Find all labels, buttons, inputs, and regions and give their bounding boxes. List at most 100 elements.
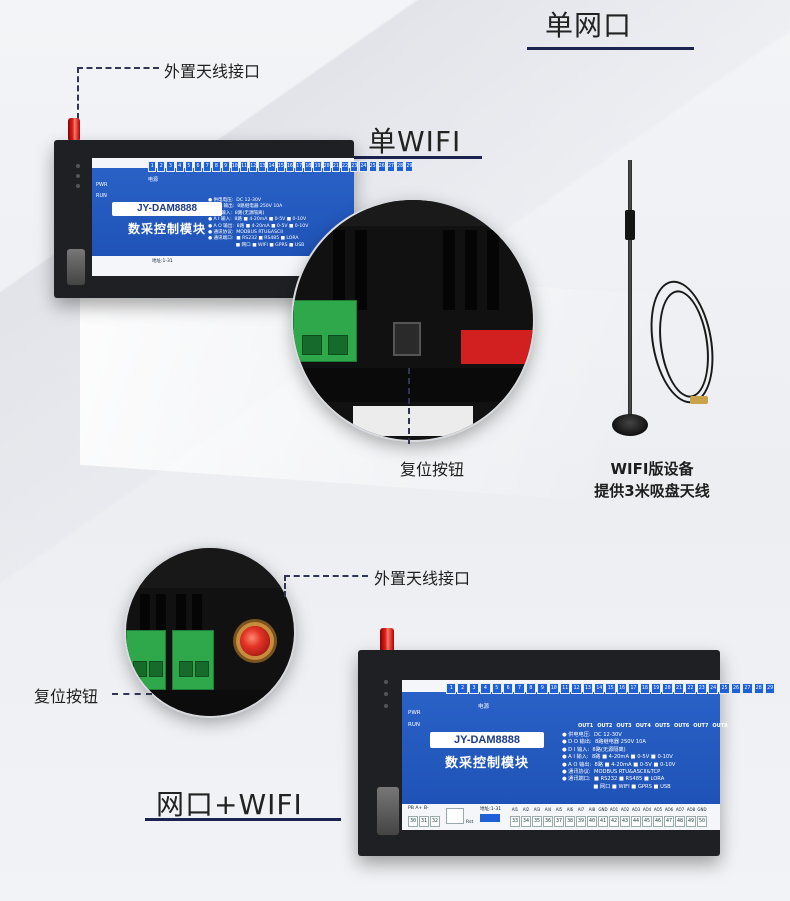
zoom-circle-reset [293, 200, 533, 440]
serial-port-db9 [66, 248, 86, 286]
out-labels: OUT1 OUT2 OUT3 OUT4 OUT5 OUT6 OUT7 OUT8 [578, 723, 728, 729]
terminal-number: 15 [605, 683, 616, 694]
terminal-number: 7 [203, 161, 212, 172]
zoom-circle-antenna [126, 548, 294, 716]
terminal-45: 45 [642, 816, 652, 827]
reset-callout-line [408, 368, 410, 444]
terminal-46: 46 [653, 816, 663, 827]
terminal-number: 18 [304, 161, 313, 172]
out-label: OUT6 [674, 723, 690, 729]
bottom-led-1 [384, 680, 388, 684]
ai-label: AO3 [631, 807, 641, 812]
zoom-vent-1 [333, 230, 345, 310]
bottom-product-name: 数采控制模块 [444, 756, 529, 771]
terminal-36: 36 [543, 816, 553, 827]
ai-label-row: AI1 AI2 AI3 AI4 AI5 AI6 AI7 AI8 GND AO1 … [510, 807, 707, 812]
zoom2-housing-top [126, 548, 294, 588]
zoom2-terminal-left [126, 630, 166, 690]
bottom-antenna-callout-line-vertical [284, 575, 286, 597]
heading-underline [527, 47, 694, 50]
ai-terminal-row: 33 34 35 36 37 38 39 40 41 42 43 44 45 4… [510, 816, 707, 827]
antenna-connector [68, 118, 80, 140]
terminal-number: 12 [249, 161, 258, 172]
terminal-number: 20 [662, 683, 673, 694]
wifi-label-underline [354, 156, 482, 159]
terminal-number: 12 [571, 683, 582, 694]
terminal-number: 25 [719, 683, 730, 694]
terminal-number: 9 [537, 683, 548, 694]
ai-label: AI3 [533, 807, 541, 812]
antenna-whip [628, 160, 632, 422]
terminal-number: 21 [331, 161, 340, 172]
terminal-number: 18 [639, 683, 651, 694]
antenna-note-line-2: 提供3米吸盘天线 [594, 482, 710, 500]
terminal-slot-2 [328, 335, 348, 355]
reset-button[interactable] [393, 322, 421, 356]
terminal-42: 42 [609, 816, 619, 827]
terminal-38: 38 [565, 816, 575, 827]
device-bottom: PWR RUN 电源 OUT1 OUT2 OUT3 OUT4 OUT5 OUT6… [358, 650, 728, 856]
terminal-number: 8 [525, 683, 537, 694]
ai-label: AO6 [664, 807, 674, 812]
bottom-wifi-label-underline [145, 818, 341, 821]
terminal-number: 1 [148, 161, 157, 172]
led-pwr [76, 164, 80, 168]
terminal-number: 14 [594, 683, 605, 694]
power-label: 电源 [148, 177, 159, 183]
led-run [76, 174, 80, 178]
terminal-number: 2 [157, 161, 166, 172]
terminal-35: 35 [532, 816, 542, 827]
terminal-number: 29 [764, 683, 776, 694]
terminal-number: 25 [368, 161, 377, 172]
zoom2-vent-2 [156, 594, 166, 634]
terminal-30: 30 [408, 816, 418, 827]
zoom-housing-top [293, 200, 533, 226]
ai-label: AO4 [642, 807, 652, 812]
rst-label: Rst [466, 820, 474, 825]
zoom-housing-bottom [293, 368, 533, 402]
terminal-number: 10 [548, 683, 559, 694]
terminal-number: 17 [295, 161, 304, 172]
bottom-led-3 [384, 704, 388, 708]
antenna-note-line-1: WIFI版设备 [610, 460, 694, 478]
ai-label: AO1 [609, 807, 619, 812]
bottom-model-label: JY-DAM8888 [430, 732, 544, 748]
zoom-vent-5 [487, 230, 499, 310]
terminal-number: 20 [322, 161, 331, 172]
terminal-slot-1 [302, 335, 322, 355]
out-label: OUT7 [693, 723, 709, 729]
terminal-number: 8 [212, 161, 221, 172]
bottom-serial-port-db9 [376, 786, 400, 836]
terminal-number: 3 [468, 683, 480, 694]
terminal-39: 39 [576, 816, 586, 827]
terminal-number: 11 [239, 161, 249, 172]
terminal-number: 15 [276, 161, 285, 172]
out-label: OUT8 [712, 723, 728, 729]
antenna-note: WIFI版设备 提供3米吸盘天线 [572, 458, 732, 502]
terminal-32: 32 [430, 816, 440, 827]
reset-callout-label: 复位按钮 [400, 460, 465, 479]
ai-label: GND [598, 807, 608, 812]
wifi-label: 单WIFI [368, 125, 462, 158]
zoom-vent-2 [355, 230, 367, 310]
zoom2-vent-4 [192, 594, 202, 634]
ai-label: AI5 [555, 807, 563, 812]
bottom-led-pwr-label: PWR [408, 710, 421, 716]
terminal-50: 50 [697, 816, 707, 827]
ai-label: AI1 [511, 807, 519, 812]
ai-label: AO2 [620, 807, 630, 812]
terminal-48: 48 [675, 816, 685, 827]
terminal-number: 6 [502, 683, 514, 694]
terminal-number: 16 [285, 161, 294, 172]
ai-label: AO7 [675, 807, 685, 812]
antenna-sma-connector [690, 396, 708, 404]
out-label: OUT1 [578, 723, 594, 729]
terminal-44: 44 [631, 816, 641, 827]
zoom2-housing-bottom [126, 690, 294, 716]
terminal-number: 26 [377, 161, 386, 172]
terminal-number: 19 [651, 683, 662, 694]
bottom-led-run-label: RUN [408, 722, 420, 728]
terminal-47: 47 [664, 816, 674, 827]
